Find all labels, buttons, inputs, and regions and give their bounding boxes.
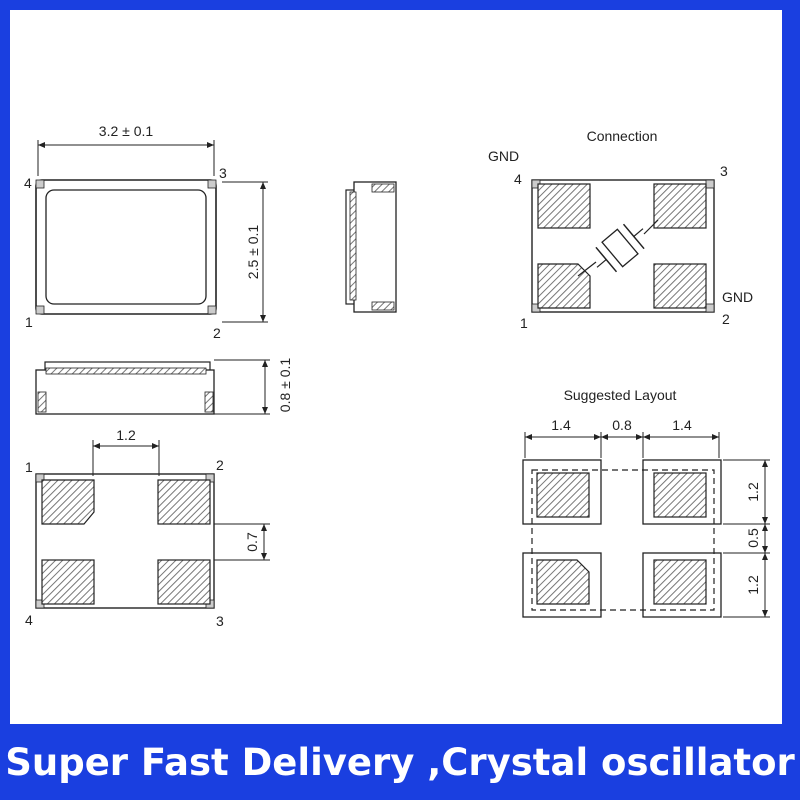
thickness-dimension-label: 0.8 ± 0.1 [277,358,293,413]
top-pin-4: 4 [24,175,32,191]
pad-3 [157,559,211,605]
connection-pin-4: 4 [514,171,522,187]
layout-row-top: 1.2 [745,482,761,502]
bottom-pin-3: 3 [216,613,224,629]
connection-title: Connection [587,128,658,144]
pad-spacing-label: 1.2 [116,427,136,443]
bottom-pin-2: 2 [216,457,224,473]
connection-diagram: Connection GND 4 3 1 GND 2 [488,128,753,331]
layout-col-left: 1.4 [551,417,571,433]
technical-drawing: 3.2 ± 0.1 2.5 ± 0.1 4 3 1 2 [24,123,770,629]
suggested-layout: Suggested Layout 1.4 0.8 1.4 [522,387,770,618]
layout-title: Suggested Layout [564,387,677,403]
height-dimension-label: 2.5 ± 0.1 [245,225,261,280]
package-lid [45,189,207,305]
layout-col-right: 1.4 [672,417,692,433]
connection-gnd-bottom: GND [722,289,753,305]
drawing-canvas: 3.2 ± 0.1 2.5 ± 0.1 4 3 1 2 [10,10,782,724]
top-pin-2: 2 [213,325,221,341]
bottom-pin-4: 4 [25,612,33,628]
top-pin-3: 3 [219,165,227,181]
layout-row-gap: 0.5 [745,528,761,548]
front-view: 0.8 ± 0.1 [35,358,293,415]
bottom-view: 1.2 0.7 1 2 4 3 [25,427,270,629]
layout-row-bottom: 1.2 [745,575,761,595]
pad-4 [41,559,95,605]
connection-pin-1: 1 [520,315,528,331]
pad-1-chamfer [41,479,95,525]
connection-pin-2: 2 [722,311,730,327]
promo-banner: Super Fast Delivery ,Crystal oscillator [5,740,795,784]
pad-height-label: 0.7 [244,532,260,552]
connection-gnd-top: GND [488,148,519,164]
bottom-pin-1: 1 [25,459,33,475]
connection-pin-3: 3 [720,163,728,179]
top-view: 3.2 ± 0.1 2.5 ± 0.1 4 3 1 2 [24,123,268,341]
crystal-symbol-icon [595,223,645,273]
layout-col-gap: 0.8 [612,417,632,433]
side-view [345,181,397,313]
pad-2 [157,479,211,525]
width-dimension-label: 3.2 ± 0.1 [99,123,154,139]
top-pin-1: 1 [25,314,33,330]
